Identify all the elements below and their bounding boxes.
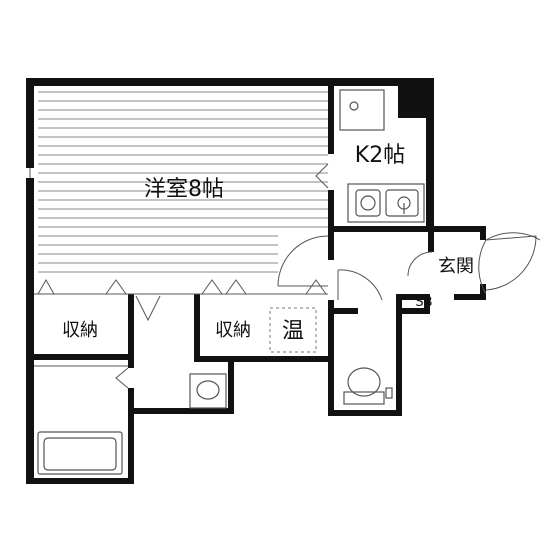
western-room-label: 洋室8帖 (144, 177, 224, 202)
kitchen-label: K2帖 (355, 143, 405, 168)
water-heater-label: 温 (282, 319, 304, 344)
western-room-floor (38, 91, 328, 273)
toilet (343, 367, 393, 405)
washbasin (189, 373, 227, 409)
entrance-label: 玄関 (438, 256, 474, 277)
swing-doors (277, 232, 541, 301)
interior-lines (29, 168, 328, 367)
water-heater-box (269, 307, 317, 353)
shoe-box-label: SB (415, 295, 432, 310)
storage-right-label: 収納 (215, 320, 251, 341)
walls (26, 78, 486, 484)
storage-left-label: 収納 (62, 320, 98, 341)
closet-door-marks (37, 163, 329, 389)
refrigerator-space (339, 89, 385, 131)
kitchen-sink-counter (347, 183, 425, 223)
bathtub (37, 431, 123, 475)
